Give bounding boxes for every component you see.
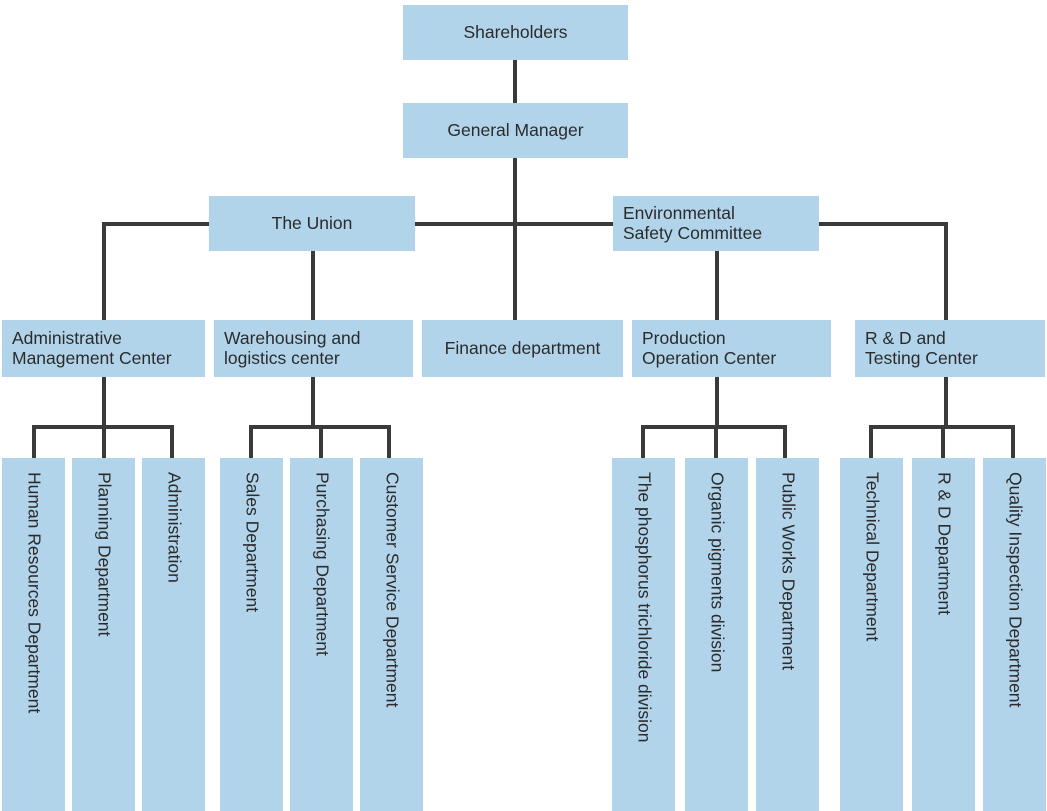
edge-gm-to-union <box>413 222 517 226</box>
node-customer-service-department[interactable]: Customer Service Department <box>360 458 423 811</box>
node-human-resources-department-label: Human Resources Department <box>24 472 45 714</box>
node-administrative-management-center-label: Administrative Management Center <box>12 327 172 368</box>
edge-admin-to-hr <box>32 425 36 458</box>
edge-shareholders-to-general-manager <box>513 60 517 104</box>
edge-warehousing-to-sales <box>249 425 253 458</box>
node-the-union[interactable]: The Union <box>209 196 415 251</box>
node-production-operation-center[interactable]: Production Operation Center <box>632 320 831 377</box>
edge-rd-center-drop <box>944 377 948 427</box>
node-customer-service-department-label: Customer Service Department <box>382 472 403 708</box>
node-rd-department-label: R & D Department <box>934 472 955 615</box>
node-administration-label: Administration <box>164 472 185 583</box>
edge-environmental-to-rd-center <box>944 222 948 322</box>
node-the-union-label: The Union <box>271 212 353 233</box>
node-quality-inspection-department-label: Quality Inspection Department <box>1005 472 1026 708</box>
node-phosphorus-trichloride-division[interactable]: The phosphorus trichloride division <box>612 458 675 811</box>
node-technical-department-label: Technical Department <box>862 472 883 642</box>
node-finance-department-label: Finance department <box>444 337 601 358</box>
node-phosphorus-trichloride-division-label: The phosphorus trichloride division <box>634 472 655 743</box>
node-environmental-safety-committee-label: Environmental Safety Committee <box>623 202 763 243</box>
node-administration[interactable]: Administration <box>142 458 205 811</box>
edge-production-to-organic-pigments <box>714 425 718 458</box>
edge-environmental-right-horizontal <box>818 222 948 226</box>
edge-rd-to-technical <box>869 425 873 458</box>
node-planning-department[interactable]: Planning Department <box>72 458 135 811</box>
edge-production-to-phosphorus <box>641 425 645 458</box>
edge-union-left-horizontal <box>102 222 212 226</box>
edge-admin-to-administration <box>170 425 174 458</box>
node-purchasing-department[interactable]: Purchasing Department <box>290 458 353 811</box>
node-rd-testing-center[interactable]: R & D and Testing Center <box>855 320 1045 377</box>
edge-rd-to-quality-inspection <box>1011 425 1015 458</box>
edge-general-manager-trunk <box>513 158 517 320</box>
node-environmental-safety-committee[interactable]: Environmental Safety Committee <box>613 196 819 251</box>
node-finance-department[interactable]: Finance department <box>422 320 623 377</box>
node-production-operation-center-label: Production Operation Center <box>642 327 777 368</box>
node-public-works-department-label: Public Works Department <box>778 472 799 671</box>
node-rd-department[interactable]: R & D Department <box>912 458 975 811</box>
edge-environmental-to-production <box>715 250 719 322</box>
node-human-resources-department[interactable]: Human Resources Department <box>2 458 65 811</box>
node-warehousing-logistics-center-label: Warehousing and logistics center <box>224 327 361 368</box>
edge-production-to-public-works <box>783 425 787 458</box>
node-sales-department[interactable]: Sales Department <box>220 458 283 811</box>
node-technical-department[interactable]: Technical Department <box>840 458 903 811</box>
node-shareholders[interactable]: Shareholders <box>403 5 628 60</box>
node-general-manager-label: General Manager <box>447 119 584 140</box>
edge-admin-to-planning <box>102 425 106 458</box>
edge-warehousing-drop <box>311 377 315 427</box>
node-general-manager[interactable]: General Manager <box>403 103 628 158</box>
edge-union-to-admin-center <box>102 222 106 322</box>
node-organic-pigments-division-label: Organic pigments division <box>707 472 728 673</box>
node-warehousing-logistics-center[interactable]: Warehousing and logistics center <box>214 320 413 377</box>
edge-union-to-warehousing <box>311 250 315 322</box>
edge-rd-to-rd-department <box>941 425 945 458</box>
node-planning-department-label: Planning Department <box>94 472 115 637</box>
edge-warehousing-to-purchasing <box>319 425 323 458</box>
node-quality-inspection-department[interactable]: Quality Inspection Department <box>983 458 1046 811</box>
edge-warehousing-to-customer-service <box>387 425 391 458</box>
edge-production-drop <box>715 377 719 427</box>
node-purchasing-department-label: Purchasing Department <box>312 472 333 656</box>
node-public-works-department[interactable]: Public Works Department <box>756 458 819 811</box>
edge-admin-center-drop <box>102 377 106 427</box>
node-sales-department-label: Sales Department <box>242 472 263 613</box>
node-organic-pigments-division[interactable]: Organic pigments division <box>685 458 748 811</box>
node-rd-testing-center-label: R & D and Testing Center <box>865 327 978 368</box>
node-administrative-management-center[interactable]: Administrative Management Center <box>2 320 205 377</box>
edge-gm-to-environmental <box>513 222 617 226</box>
node-shareholders-label: Shareholders <box>463 21 568 42</box>
